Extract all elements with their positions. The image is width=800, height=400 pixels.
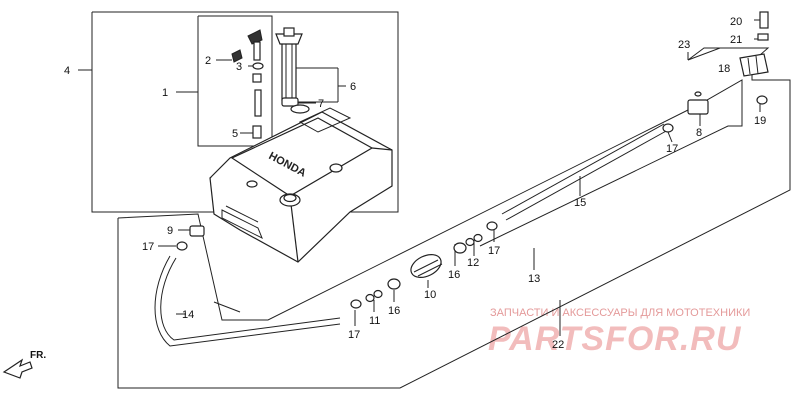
frame-assembly-4: [91, 11, 399, 213]
callout-19: 19: [754, 115, 766, 127]
callout-17-b: 17: [348, 329, 360, 341]
callout-2: 2: [205, 55, 211, 67]
callout-10: 10: [424, 289, 436, 301]
callout-3: 3: [236, 61, 242, 73]
callout-4: 4: [64, 65, 70, 77]
vent-valve-parts: [231, 29, 264, 139]
callout-12: 12: [467, 257, 479, 269]
frame-assembly-23: [687, 47, 752, 61]
fuel-tank: HONDA: [209, 107, 393, 263]
callout-23: 23: [678, 39, 690, 51]
fuel-line-parts: [154, 11, 769, 347]
callout-6: 6: [350, 81, 356, 93]
callout-15: 15: [574, 197, 586, 209]
direction-label: FR.: [30, 350, 46, 361]
callout-20: 20: [730, 16, 742, 28]
watermark-brand: PARTSFOR.RU: [488, 320, 742, 358]
frame-hose-set: [117, 79, 743, 321]
callout-21: 21: [730, 34, 742, 46]
callout-17-c: 17: [488, 245, 500, 257]
callout-22: 22: [552, 339, 564, 351]
leader-lines: [78, 19, 761, 336]
callout-17-a: 17: [142, 241, 154, 253]
callout-9: 9: [167, 225, 173, 237]
callout-17-d: 17: [666, 143, 678, 155]
callout-11: 11: [369, 315, 380, 327]
fuel-gauge: [275, 27, 310, 114]
callout-7: 7: [318, 98, 324, 110]
callout-18: 18: [718, 63, 730, 75]
callout-5: 5: [232, 128, 238, 140]
callout-13: 13: [528, 273, 540, 285]
callout-16-a: 16: [388, 305, 400, 317]
callout-1: 1: [162, 87, 168, 99]
front-direction-arrow: FR.: [2, 350, 46, 379]
callout-16-b: 16: [448, 269, 460, 281]
watermark-tagline: ЗАПЧАСТИ И АКСЕССУАРЫ ДЛЯ МОТОТЕХНИКИ: [490, 307, 750, 319]
callout-14: 14: [182, 309, 194, 321]
watermark: ЗАПЧАСТИ И АКСЕССУАРЫ ДЛЯ МОТОТЕХНИКИ PA…: [488, 307, 750, 358]
callout-8: 8: [696, 127, 702, 139]
callouts: 4 1 2 3 5 6 7 8 9 10 11 12 13 14 15 16 1…: [64, 16, 766, 351]
